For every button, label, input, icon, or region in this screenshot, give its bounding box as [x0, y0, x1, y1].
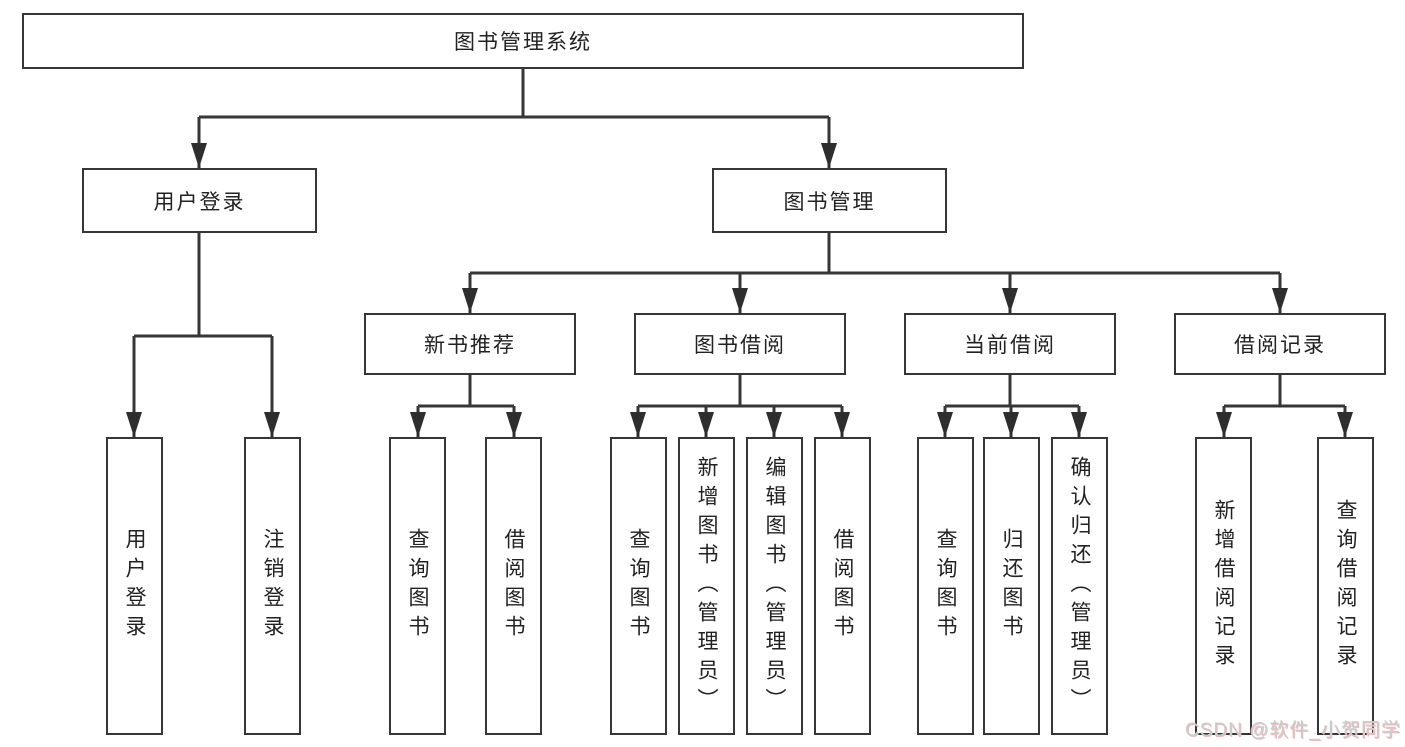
leaf-label: 确认归还（管理员）: [1068, 455, 1091, 717]
leaf-borrowing-query-books: 查询图书: [610, 437, 667, 735]
leaf-label: 借阅图书: [831, 528, 854, 644]
node-label: 新书推荐: [424, 334, 516, 357]
node-library-management-system: 图书管理系统: [22, 13, 1024, 69]
arrowheads: [126, 143, 1353, 437]
leaf-label: 归还图书: [1000, 528, 1023, 644]
tree-edges: [132, 69, 1347, 437]
leaf-borrow-books: 借阅图书: [814, 437, 871, 735]
node-new-book-recommendation: 新书推荐: [364, 313, 576, 375]
node-current-borrowing: 当前借阅: [904, 313, 1116, 375]
node-label: 借阅记录: [1234, 334, 1326, 357]
leaf-label: 编辑图书（管理员）: [763, 455, 786, 717]
leaf-label: 新增借阅记录: [1212, 499, 1235, 673]
leaf-user-login: 用户登录: [106, 437, 163, 735]
leaf-label: 借阅图书: [502, 528, 525, 644]
node-label: 当前借阅: [964, 334, 1056, 357]
leaf-label: 查询图书: [627, 528, 650, 644]
node-label: 图书借阅: [694, 334, 786, 357]
leaf-label: 用户登录: [123, 528, 146, 644]
leaf-edit-books-admin: 编辑图书（管理员）: [746, 437, 803, 735]
node-label: 图书管理系统: [454, 31, 592, 54]
node-borrowing-records: 借阅记录: [1174, 313, 1386, 375]
leaf-logout: 注销登录: [244, 437, 301, 735]
leaf-current-query-books: 查询图书: [917, 437, 974, 735]
leaf-add-borrow-record: 新增借阅记录: [1195, 437, 1252, 735]
leaf-label: 注销登录: [261, 528, 284, 644]
node-label: 用户登录: [153, 190, 246, 214]
leaf-recommend-borrow-books: 借阅图书: [485, 437, 542, 735]
leaf-label: 查询图书: [406, 528, 429, 644]
leaf-label: 查询借阅记录: [1334, 499, 1357, 673]
node-user-login: 用户登录: [82, 168, 317, 233]
csdn-watermark: CSDN @软件_小贺同学: [1185, 720, 1401, 741]
leaf-label: 查询图书: [934, 528, 957, 644]
leaf-add-books-admin: 新增图书（管理员）: [678, 437, 735, 735]
node-book-borrowing: 图书借阅: [634, 313, 846, 375]
leaf-recommend-query-books: 查询图书: [389, 437, 446, 735]
leaf-return-books: 归还图书: [983, 437, 1040, 735]
leaf-confirm-return-admin: 确认归还（管理员）: [1051, 437, 1108, 735]
node-book-management: 图书管理: [712, 168, 947, 233]
leaf-query-borrow-record: 查询借阅记录: [1317, 437, 1374, 735]
node-label: 图书管理: [783, 190, 876, 214]
leaf-label: 新增图书（管理员）: [695, 455, 718, 717]
